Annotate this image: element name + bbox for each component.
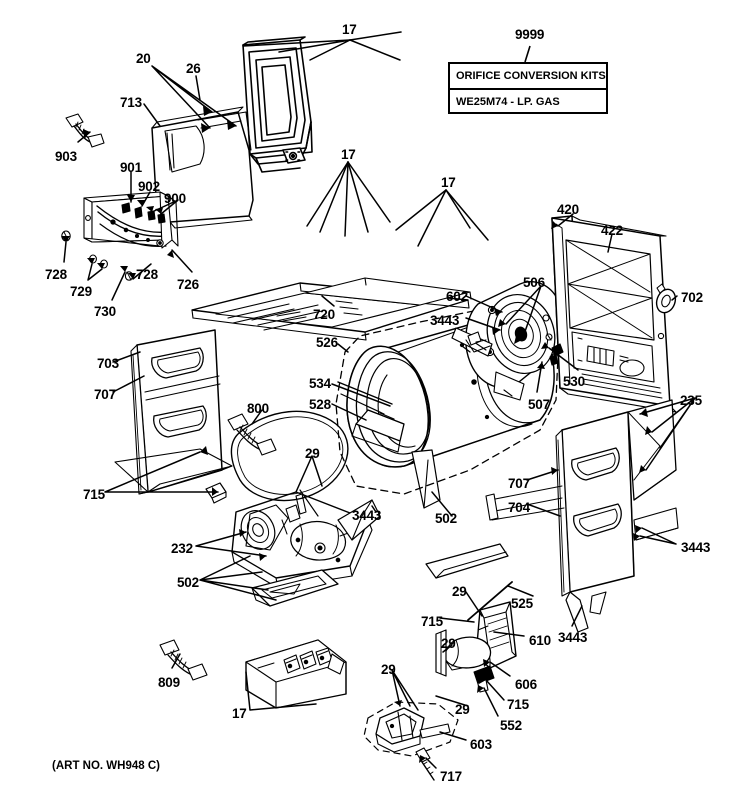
callout-number: 901 [120,160,142,175]
callout-number: 232 [171,541,193,556]
callout-number: 3443 [681,540,711,555]
callout-number: 715 [83,487,105,502]
callout-number: 420 [557,202,579,217]
bracket-552 [473,665,495,693]
callout-9999: 9999 [515,27,545,42]
callout-number: 702 [681,290,703,305]
callout-number: 17 [232,706,247,721]
callout-number: 720 [313,307,335,322]
callout-number: 902 [138,179,160,194]
callout-number: 730 [94,304,116,319]
callout-number: 20 [136,51,151,66]
callout-number: 534 [309,376,331,391]
wire-harness-800 [227,413,277,456]
callout-number: 903 [55,149,77,164]
lower-access-panel [251,569,339,607]
drum-dashed-envelope [335,305,559,495]
callout-number: 17 [341,147,356,162]
grommet-702 [655,288,677,314]
callout-number: 29 [305,446,320,461]
callout-number: 717 [440,769,462,784]
callout-number: 29 [381,662,396,677]
callout-number: 502 [435,511,457,526]
igniter-dashed-envelope [363,701,459,757]
gas-burner-assembly [245,639,347,709]
callout-number: 728 [45,267,67,282]
callout-number: 707 [94,387,116,402]
callout-number: 525 [511,596,533,611]
callout-number: 528 [309,397,331,412]
callout-number: 809 [158,675,180,690]
callout-number: 17 [342,22,357,37]
rear-bulkhead-420 [551,215,677,413]
callout-number: 526 [316,335,338,350]
callout-number: 602 [446,289,468,304]
callout-leader-17-group [242,31,402,61]
wire-harness-903 [65,113,105,148]
callout-number: 29 [452,584,467,599]
callout-number: 422 [601,223,623,238]
callout-number: 3443 [558,630,588,645]
callout-number: 729 [70,284,92,299]
rod-525 [467,581,513,621]
callout-number: 610 [529,633,551,648]
callout-number: 552 [500,718,522,733]
callout-number: 715 [421,614,443,629]
wire-harness-809 [159,639,208,681]
panel-flange-235 [627,399,679,541]
door-frame-assembly [242,36,313,173]
callout-number: 29 [455,702,470,717]
right-side-panel-704 [555,411,635,633]
callout-number: 603 [470,737,492,752]
base-bracket-3443 [337,499,381,541]
callout-number: 26 [186,61,201,76]
callout-number: 235 [680,393,702,408]
callout-number: 17 [441,175,456,190]
callout-number: 606 [515,677,537,692]
blower-housing-602 [465,281,565,401]
callout-number: 726 [177,277,199,292]
leader-lines [63,65,696,769]
callout-number: 715 [507,697,529,712]
callout-number: 29 [441,636,456,651]
callout-number: 530 [563,374,585,389]
callout-number: 800 [247,401,269,416]
drive-belt-29 [230,410,349,502]
kit-box-model: WE25M74 - LP. GAS [456,96,560,108]
callout-number: 507 [528,397,550,412]
door-outer-panel [151,106,254,229]
callout-number: 502 [177,575,199,590]
art-number-caption: (ART NO. WH948 C) [52,760,160,772]
callout-number: 713 [120,95,142,110]
callout-number: 728 [136,267,158,282]
callout-number: 703 [97,356,119,371]
callout-number: 3443 [352,508,382,523]
callout-number: 3443 [430,313,460,328]
callout-number: 900 [164,191,186,206]
orifice-conversion-kit-box: ORIFICE CONVERSION KITS WE25M74 - LP. GA… [448,62,608,114]
callout-number: 506 [523,275,545,290]
drum-baffle-528 [351,409,405,453]
kit-box-title: ORIFICE CONVERSION KITS [450,64,606,90]
igniter-group-603 [375,707,451,753]
callout-number: 707 [508,476,530,491]
leader-arrowheads [61,106,652,763]
left-side-panel-703 [130,329,233,495]
callout-number: 704 [508,500,530,515]
control-panel-assembly [61,191,179,281]
